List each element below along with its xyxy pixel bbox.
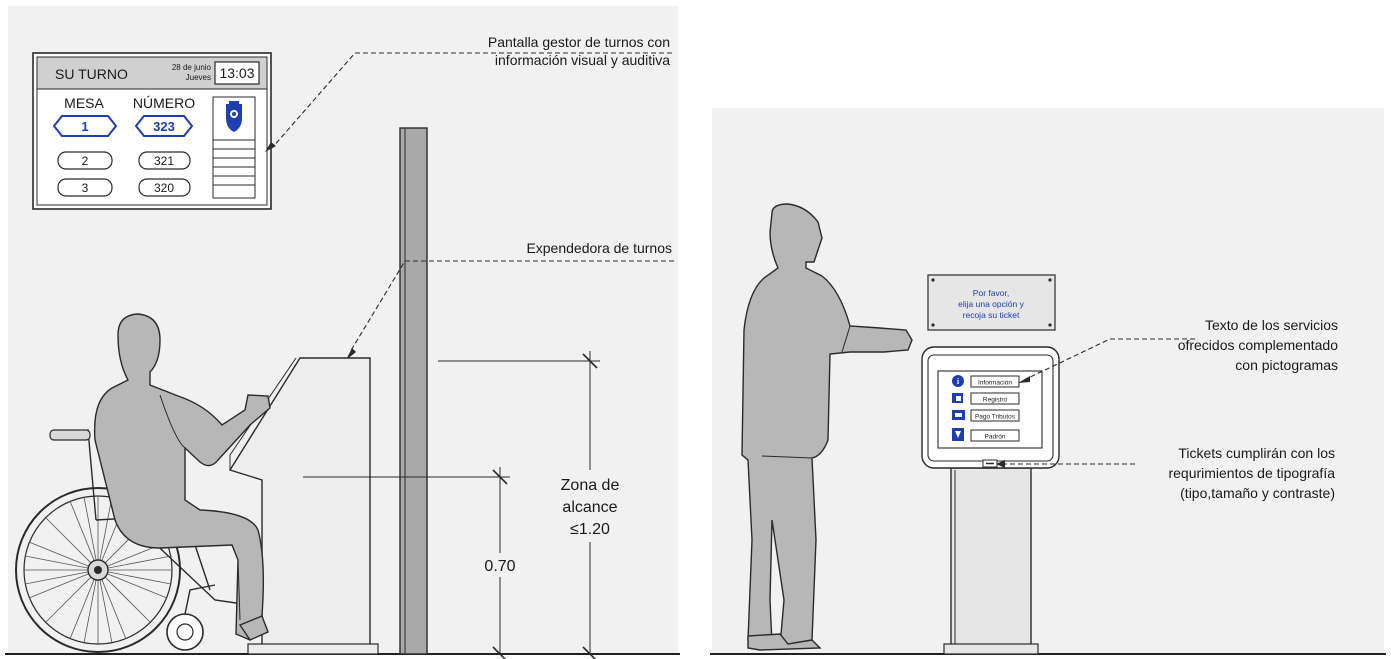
row-1-mesa-pill (52, 115, 118, 137)
menu-item-padron[interactable]: Padrón (952, 428, 1020, 442)
height-label: 0.70 (484, 558, 515, 575)
row-1-numero-pill (134, 115, 194, 137)
standing-user-figure (741, 203, 913, 651)
menu-label-informacion: Información (978, 380, 1012, 387)
annotation-dispenser-label: Expendedora de turnos (526, 240, 672, 256)
row-3-mesa-pill (57, 178, 113, 197)
svg-text:i: i (957, 377, 960, 386)
sign-line1: Por favor, (973, 288, 1009, 298)
wheelchair-user-figure (15, 313, 271, 653)
row-1-mesa: 1 (81, 119, 88, 134)
pillar (399, 127, 428, 655)
info-icon (952, 375, 964, 387)
right-panel: Por favor, elija una opción y recoja su … (710, 108, 1386, 655)
annotation-tickets: Tickets cumplirán con los requrimientos … (996, 445, 1335, 501)
menu-label-padron: Padrón (985, 434, 1006, 441)
col-mesa-label: MESA (64, 95, 104, 111)
screen-date: 28 de junio (172, 63, 212, 72)
menu-item-registro[interactable]: Registro (952, 392, 1020, 405)
row-1-numero: 323 (153, 119, 175, 134)
annotation-tickets-line3: (tipo,tamaño y contraste) (1180, 485, 1335, 501)
row-2-numero: 321 (154, 154, 174, 168)
turn-screen: SU TURNO 28 de junio Jueves 13:03 MESA N… (32, 52, 272, 210)
instruction-sign: Por favor, elija una opción y recoja su … (927, 274, 1056, 331)
col-numero-label: NÚMERO (133, 95, 195, 111)
reach-zone-line2: alcance (562, 499, 617, 516)
annotation-services-line3: con pictogramas (1235, 357, 1338, 373)
row-3-numero: 320 (154, 181, 174, 195)
annotation-screen-line2: información visual y auditiva (495, 52, 670, 68)
menu-label-registro: Registro (983, 397, 1008, 404)
annotation-screen: Pantalla gestor de turnos con informació… (265, 34, 672, 152)
annotation-dispenser: Expendedora de turnos (346, 240, 674, 360)
screen-clock: 13:03 (219, 65, 254, 81)
annotation-screen-line1: Pantalla gestor de turnos con (488, 34, 670, 50)
annotation-services-line2: ofrecidos complementado (1178, 337, 1339, 353)
annotation-tickets-line2: requrimientos de tipografía (1168, 465, 1335, 481)
screen-side-lines (213, 139, 255, 186)
screen-clock-box (214, 61, 260, 85)
menu-item-informacion[interactable]: i Información (952, 375, 1020, 388)
row-3-mesa: 3 (82, 181, 89, 195)
row-2-mesa-pill (57, 151, 113, 170)
row-2-mesa: 2 (82, 154, 89, 168)
dimensions: Zona de alcance ≤1.20 0.70 (303, 351, 634, 659)
annotation-services-line1: Texto de los servicios (1205, 317, 1338, 333)
emblem-icon (226, 101, 242, 132)
reach-zone-line3: ≤1.20 (570, 521, 610, 538)
menu-label-pago-tributos: Pago Tributos (975, 414, 1016, 421)
sign-line3: recoja su ticket (963, 310, 1020, 320)
screen-header-label: SU TURNO (55, 66, 128, 82)
annotation-services: Texto de los servicios ofrecidos complem… (1018, 317, 1338, 383)
menu-item-pago-tributos[interactable]: Pago Tributos (952, 409, 1020, 422)
sign-line2: elija una opción y (958, 299, 1024, 309)
row-3-numero-pill (138, 178, 191, 197)
row-2-numero-pill (138, 151, 191, 170)
annotation-tickets-line1: Tickets cumplirán con los (1178, 445, 1335, 461)
left-panel: SU TURNO 28 de junio Jueves 13:03 MESA N… (5, 6, 680, 659)
screen-weekday: Jueves (186, 73, 211, 82)
reach-zone-line1: Zona de (561, 477, 620, 494)
